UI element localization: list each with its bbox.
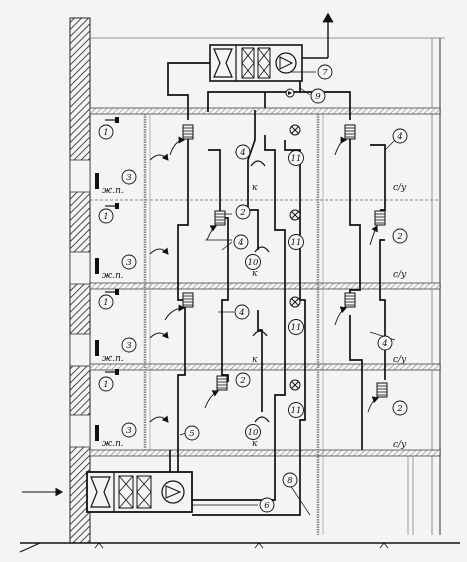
callout-4: 4 [392,128,408,144]
airflow-arrows [149,136,379,423]
windows [69,159,91,448]
label-living: ж.п. [102,354,124,364]
svg-text:1: 1 [103,380,108,390]
callout-11: 11 [288,319,304,335]
callout-1: 1 [98,208,114,224]
callout-3: 3 [121,169,137,185]
svg-text:2: 2 [396,232,402,242]
label-bathroom: с/у [393,270,407,280]
callout-3: 3 [121,422,137,438]
callout-1: 1 [98,376,114,392]
callout-8: 8 [282,472,298,488]
callout-4: 4 [377,335,393,351]
callout-11: 11 [288,402,304,418]
svg-text:3: 3 [126,258,131,268]
svg-text:6: 6 [264,501,270,511]
svg-text:4: 4 [381,339,387,349]
svg-text:2: 2 [239,208,245,218]
callout-7: 7 [317,64,333,80]
label-bathroom: с/у [393,355,407,365]
callout-11: 11 [288,234,304,250]
callout-5: 5 [184,425,200,441]
callout-10: 10 [245,424,261,440]
svg-text:3: 3 [126,426,131,436]
callout-4: 4 [233,234,249,250]
svg-text:10: 10 [248,428,259,438]
svg-text:9: 9 [315,92,321,102]
label-kitchen: к [252,439,258,449]
svg-text:1: 1 [103,298,108,308]
callout-2: 2 [392,228,408,244]
svg-text:3: 3 [126,173,131,183]
filter-icon [213,48,233,78]
floor-slab-3 [89,282,441,290]
grille-icon [182,124,194,140]
grille-icon [344,124,356,140]
svg-text:11: 11 [291,154,302,164]
svg-text:11: 11 [291,406,302,416]
svg-text:4: 4 [396,132,402,142]
callout-11: 11 [288,150,304,166]
svg-text:2: 2 [396,404,402,414]
grille-icon [216,375,228,391]
svg-text:7: 7 [322,68,328,78]
exhaust-unit [209,12,334,82]
callout-2: 2 [235,372,251,388]
label-bathroom: с/у [393,440,407,450]
callout-4: 4 [235,144,251,160]
label-bathroom: с/у [393,183,407,193]
svg-text:11: 11 [291,323,302,333]
label-kitchen: к [252,183,258,193]
callout-9: 9 [310,88,326,104]
grille-icon [344,292,356,308]
building-structure [19,17,460,553]
callout-3: 3 [121,337,137,353]
floor-slab-2 [89,363,441,371]
label-living: ж.п. [102,186,124,196]
callout-1: 1 [98,294,114,310]
heat-exchanger-icon [241,47,255,79]
callout-2: 2 [392,400,408,416]
callout-2: 2 [235,204,251,220]
fan-icon [161,480,185,504]
fan-icon [275,52,297,74]
callout-3: 3 [121,254,137,270]
label-kitchen: к [252,355,258,365]
filter-icon [90,476,111,508]
floor-slab-roof [89,107,441,115]
svg-text:1: 1 [103,128,108,138]
svg-text:11: 11 [291,238,302,248]
floor-slab-1 [89,449,441,457]
grille-icon [214,210,226,226]
svg-text:2: 2 [239,376,245,386]
supply-unit [22,471,193,513]
callout-4: 4 [234,304,250,320]
svg-text:4: 4 [238,308,244,318]
leader-lines [179,71,396,516]
callout-10: 10 [245,254,261,270]
grille-icon [376,382,388,398]
svg-text:1: 1 [103,212,108,222]
svg-text:10: 10 [248,258,259,268]
window-inlets [95,116,120,441]
grille-icon [182,292,194,308]
svg-text:3: 3 [126,341,131,351]
callout-1: 1 [98,124,114,140]
room-labels: ж.п. ж.п. ж.п. ж.п. к к к к с/у с/у с/у … [102,183,407,450]
callouts: 1 1 1 1 3 3 3 3 4 4 4 4 4 2 2 2 2 11 11 … [98,64,408,513]
callout-6: 6 [259,497,275,513]
label-kitchen: к [252,269,258,279]
grille-icon [374,210,386,226]
svg-text:4: 4 [237,238,243,248]
label-living: ж.п. [102,439,124,449]
svg-text:5: 5 [189,429,194,439]
label-living: ж.п. [102,271,124,281]
heat-exchanger-icon [118,475,134,509]
svg-text:8: 8 [287,476,293,486]
svg-text:4: 4 [239,148,245,158]
